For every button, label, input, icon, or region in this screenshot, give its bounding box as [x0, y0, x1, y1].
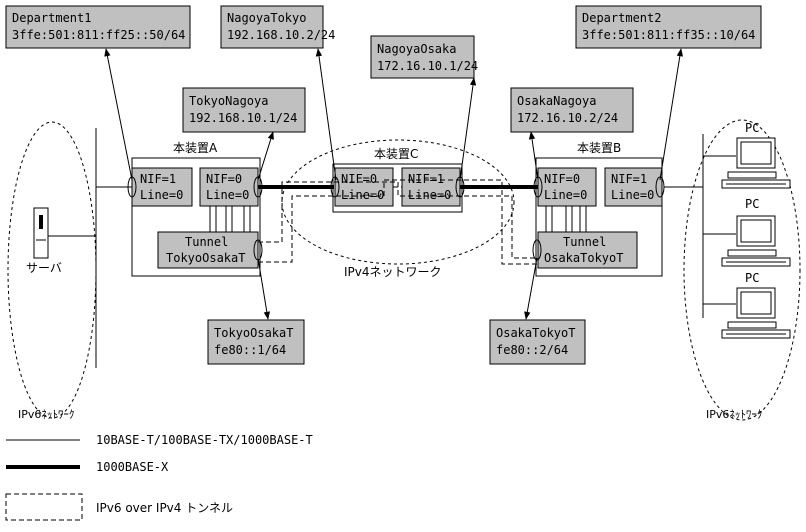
- server-label: サーバ: [26, 261, 62, 275]
- pc-2-label: PC: [745, 197, 759, 211]
- arrow-to-tokyoosakat: [257, 257, 270, 320]
- arrow-to-osakanagoya: [528, 131, 539, 181]
- address-box-department2-addr: 3ffe:501:811:ff35::10/64: [582, 28, 755, 42]
- address-box-nagoyaosaka: NagoyaOsaka 172.16.10.1/24: [370, 35, 478, 79]
- interface-a-nif0: NIF=0 Line=0: [199, 167, 259, 207]
- interface-c-nif0-line: Line=0: [341, 188, 384, 202]
- tunnel-path-upper: [258, 181, 538, 259]
- device-c-label: 本装置C: [374, 147, 418, 161]
- arrow-to-osakatokyot: [524, 257, 538, 320]
- tunnel-path-lower: [258, 179, 538, 265]
- address-box-osakanagoya: OsakaNagoya 172.16.10.2/24: [510, 87, 634, 133]
- interface-c-nif1-line: Line=0: [408, 188, 451, 202]
- pc-1-icon: [721, 137, 791, 189]
- interface-c-nif1-label: NIF=1: [408, 172, 444, 186]
- arrow-to-department1: [104, 48, 133, 181]
- address-box-tokyonagoya-name: TokyoNagoya: [189, 94, 268, 108]
- arrow-to-tokyonagoya: [257, 131, 274, 181]
- address-box-nagoyaosaka-addr: 172.16.10.1/24: [377, 59, 478, 73]
- address-box-nagoyatokyo-name: NagoyaTokyo: [227, 11, 306, 25]
- address-box-nagoyatokyo-addr: 192.168.10.2/24: [227, 28, 335, 42]
- address-box-tokyoosakat-name: TokyoOsakaT: [214, 326, 293, 340]
- interface-c-nif0: NIF=0 Line=0: [334, 167, 394, 207]
- address-box-osakanagoya-addr: 172.16.10.2/24: [517, 111, 618, 125]
- legend-thick-label: 1000BASE-X: [96, 460, 169, 474]
- tunnel-a-title: Tunnel: [185, 235, 228, 249]
- interface-c-nif0-label: NIF=0: [341, 172, 377, 186]
- interface-b-nif0: NIF=0 Line=0: [537, 167, 597, 207]
- address-box-nagoyaosaka-name: NagoyaOsaka: [377, 42, 456, 56]
- address-box-department2-name: Department2: [582, 11, 661, 25]
- address-box-osakatokyot: OsakaTokyoT fe80::2/64: [489, 319, 586, 365]
- ipv6-network-left-label: IPv6ﾈｯﾄﾜｰｸ: [18, 408, 74, 421]
- device-b-internal-links: [545, 206, 587, 232]
- address-box-tokyoosakat-addr: fe80::1/64: [214, 343, 286, 357]
- address-box-tokyoosakat: TokyoOsakaT fe80::1/64: [207, 319, 305, 365]
- address-box-department2: Department2 3ffe:501:811:ff35::10/64: [575, 5, 762, 49]
- address-box-osakatokyot-addr: fe80::2/64: [496, 343, 568, 357]
- address-box-osakatokyot-name: OsakaTokyoT: [496, 326, 575, 340]
- ipv4-network-ellipse: [281, 139, 515, 265]
- tunnel-b: Tunnel OsakaTokyoT: [537, 231, 638, 269]
- interface-b-nif0-line: Line=0: [544, 188, 587, 202]
- interface-a-nif1: NIF=1 Line=0: [131, 167, 193, 207]
- ipv4-network-label: IPv4ネットワーク: [344, 265, 442, 279]
- port-c-nif0-oval: [330, 176, 340, 198]
- address-box-tokyonagoya: TokyoNagoya 192.168.10.1/24: [182, 87, 306, 133]
- pc-1-label: PC: [745, 121, 759, 135]
- pc-3-icon: [721, 287, 791, 339]
- interface-b-nif0-label: NIF=0: [544, 172, 580, 186]
- interface-a-nif1-label: NIF=1: [140, 172, 176, 186]
- pc-2: PC: [703, 197, 791, 267]
- legend: 10BASE-T/100BASE-TX/1000BASE-T 1000BASE-…: [5, 433, 313, 521]
- pc-3: PC: [703, 271, 791, 339]
- interface-b-nif1: NIF=1 Line=0: [604, 167, 663, 207]
- device-a-internal-links: [209, 206, 251, 232]
- address-box-department1-name: Department1: [12, 11, 91, 25]
- address-box-department1: Department1 3ffe:501:811:ff25::50/64: [5, 5, 191, 49]
- legend-tunnel-label: IPv6 over IPv4 トンネル: [96, 501, 233, 515]
- address-box-tokyonagoya-addr: 192.168.10.1/24: [189, 111, 297, 125]
- interface-b-nif1-label: NIF=1: [611, 172, 647, 186]
- device-a-label: 本装置A: [173, 141, 218, 155]
- tunnel-a: Tunnel TokyoOsakaT: [157, 231, 259, 269]
- arrow-to-nagoyatokyo: [315, 48, 337, 181]
- pc-3-label: PC: [745, 271, 759, 285]
- interface-c-nif1: NIF=1 Line=0: [401, 167, 461, 207]
- address-box-nagoyatokyo: NagoyaTokyo 192.168.10.2/24: [220, 5, 335, 49]
- arrow-to-department2: [659, 48, 684, 181]
- ipv6-network-right-ellipse: [683, 119, 801, 421]
- ipv6-network-right-label: IPv6ﾈｯﾄﾜｰｸ: [706, 408, 762, 421]
- port-a-nif0-oval: [253, 176, 263, 198]
- device-b-label: 本装置B: [577, 141, 621, 155]
- address-box-osakanagoya-name: OsakaNagoya: [517, 94, 596, 108]
- pc-1: PC: [703, 121, 791, 189]
- server-icon: [33, 207, 49, 259]
- interface-a-nif0-label: NIF=0: [206, 172, 242, 186]
- tunnel-b-title: Tunnel: [563, 235, 606, 249]
- legend-thin-label: 10BASE-T/100BASE-TX/1000BASE-T: [96, 433, 313, 447]
- interface-a-nif1-line: Line=0: [140, 188, 183, 202]
- pc-2-icon: [721, 215, 791, 267]
- interface-a-nif0-line: Line=0: [206, 188, 249, 202]
- interface-b-nif1-line: Line=0: [611, 188, 654, 202]
- tunnel-a-name: TokyoOsakaT: [166, 251, 245, 265]
- legend-tunnel-swatch: [5, 493, 83, 521]
- address-box-department1-addr: 3ffe:501:811:ff25::50/64: [12, 28, 185, 42]
- arrow-to-nagoyaosaka: [459, 77, 477, 181]
- tunnel-b-name: OsakaTokyoT: [544, 251, 623, 265]
